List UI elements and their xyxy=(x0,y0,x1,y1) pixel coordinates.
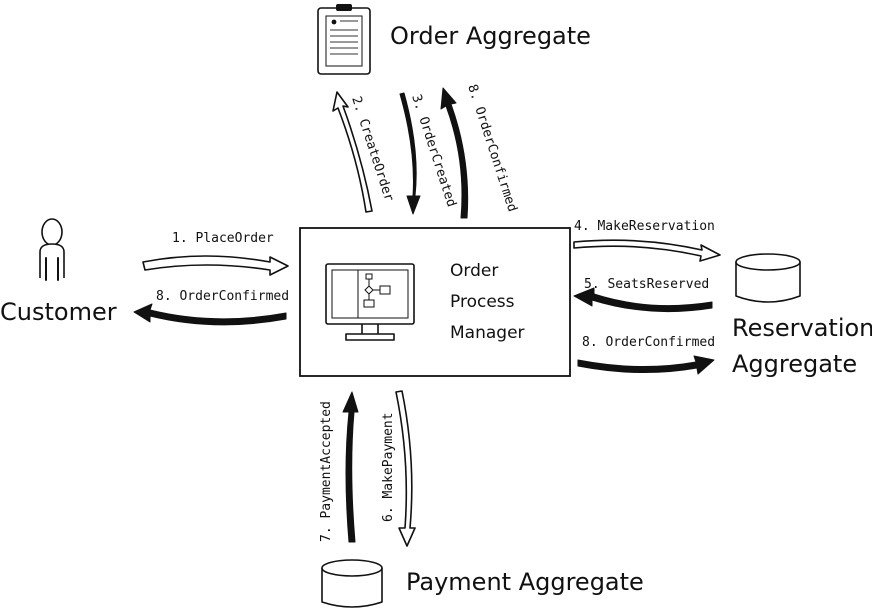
customer-label: Customer xyxy=(0,298,117,326)
arrow-place-order xyxy=(142,255,289,276)
arrow-payment-accepted xyxy=(342,391,359,543)
process-manager-line-3: Manager xyxy=(450,323,525,343)
message-make-reservation: 4. MakeReservation xyxy=(574,219,715,234)
reservation-aggregate-line-1: Reservation xyxy=(732,314,872,342)
arrow-order-created xyxy=(399,92,421,215)
reservation-aggregate-line-2: Aggregate xyxy=(732,350,857,378)
arrow-create-order xyxy=(332,91,373,213)
message-order-confirmed-order: 8. OrderConfirmed xyxy=(464,83,519,214)
payment-aggregate-label: Payment Aggregate xyxy=(406,568,644,596)
message-make-payment: 6. MakePayment xyxy=(381,412,396,522)
message-payment-accepted: 7. PaymentAccepted xyxy=(319,401,334,542)
process-manager-line-1: Order xyxy=(450,261,498,281)
person-icon xyxy=(39,218,65,281)
message-order-confirmed-customer: 8. OrderConfirmed xyxy=(156,289,289,304)
order-aggregate-label: Order Aggregate xyxy=(390,22,591,50)
arrow-order-confirmed-order xyxy=(440,87,469,219)
process-manager-line-2: Process xyxy=(450,292,515,312)
message-place-order: 1. PlaceOrder xyxy=(172,231,274,246)
computer-workflow-icon xyxy=(325,263,415,341)
message-seats-reserved: 5. SeatsReserved xyxy=(584,277,709,292)
arrow-seats-reserved xyxy=(573,287,713,313)
message-order-confirmed-reservation: 8. OrderConfirmed xyxy=(582,335,715,350)
database-icon xyxy=(321,559,383,608)
arrow-make-reservation xyxy=(573,239,721,262)
clipboard-icon xyxy=(317,4,371,75)
arrow-make-payment xyxy=(395,390,416,547)
arrow-order-confirmed-customer xyxy=(133,303,287,326)
database-icon xyxy=(735,253,801,303)
arrow-order-confirmed-reservation xyxy=(577,355,715,375)
